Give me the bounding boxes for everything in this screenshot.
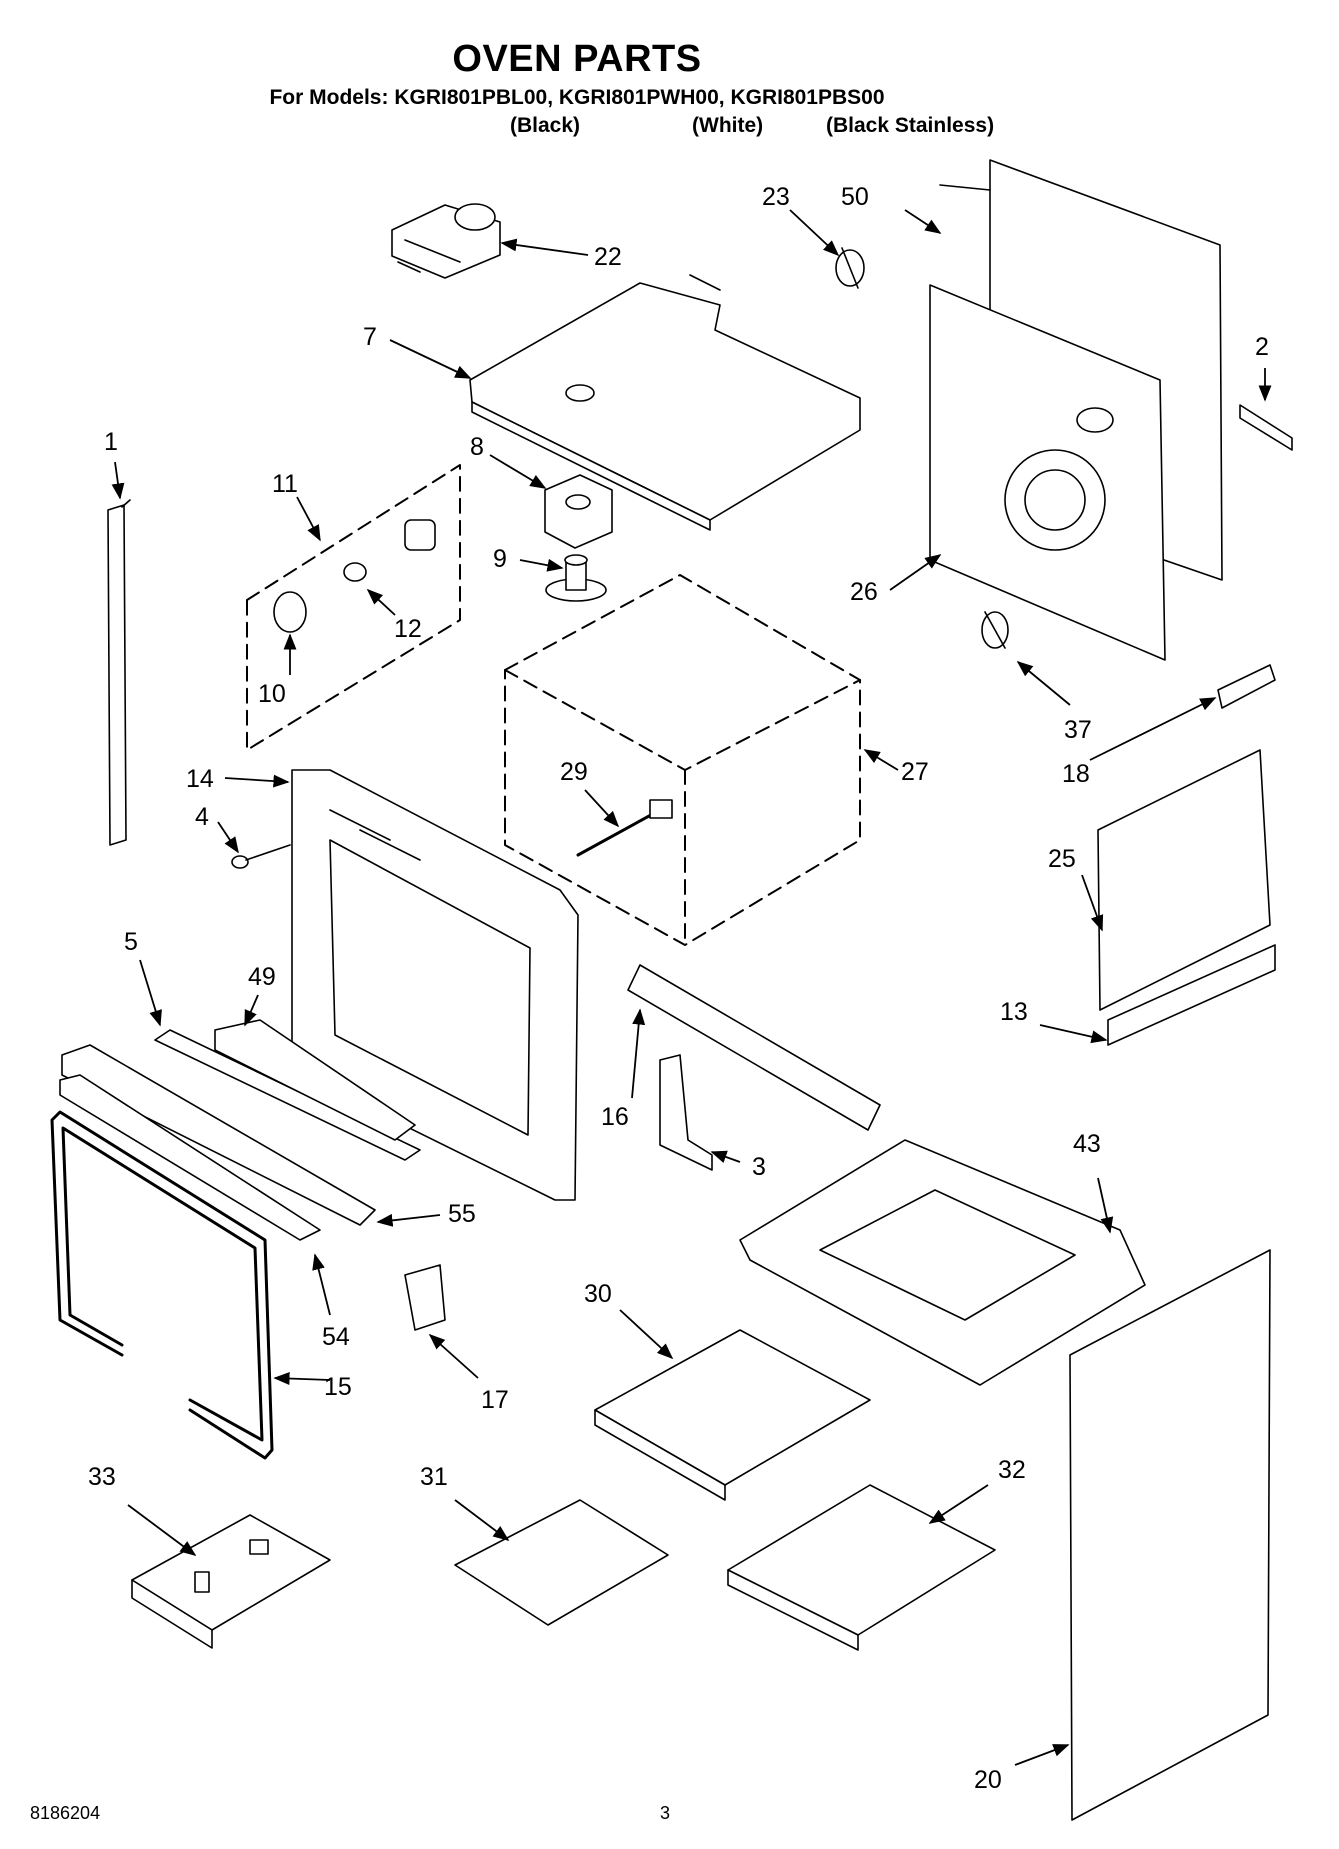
- part-26-back-panel: [929, 284, 1166, 661]
- callout-12: 12: [394, 615, 422, 643]
- callout-29: 29: [560, 758, 588, 786]
- callout-55: 55: [448, 1200, 476, 1228]
- callout-33: 33: [88, 1463, 116, 1491]
- variant-white: (White): [692, 114, 764, 137]
- callout-18: 18: [1062, 760, 1090, 788]
- part-5-strip: [154, 1029, 421, 1161]
- callout-20: 20: [974, 1766, 1002, 1794]
- callout-50: 50: [841, 183, 869, 211]
- callout-31: 31: [420, 1463, 448, 1491]
- part-55-channel: [61, 1044, 376, 1226]
- callout-30: 30: [584, 1280, 612, 1308]
- part-25-side-panel: [1097, 749, 1271, 1011]
- part-31-plate: [454, 1499, 669, 1626]
- callout-labels: 1 2 3 4 5 7 8 9 10 11 12 13 14 15 16 17 …: [88, 183, 1269, 1794]
- callout-10: 10: [258, 680, 286, 708]
- callout-16: 16: [601, 1103, 629, 1131]
- part-4-screw: [231, 844, 291, 869]
- callout-13: 13: [1000, 998, 1028, 1026]
- part-23-thermostat: [835, 247, 865, 289]
- part-37-thermostat: [981, 611, 1009, 649]
- part-33-control-board: [131, 1514, 331, 1649]
- part-11-light-assembly: [246, 464, 461, 751]
- part-8-bracket: [544, 474, 613, 549]
- callout-26: 26: [850, 578, 878, 606]
- callout-43: 43: [1073, 1130, 1101, 1158]
- part-20-panel: [1069, 1249, 1271, 1821]
- part-14-front-frame: [291, 769, 579, 1201]
- callout-32: 32: [998, 1456, 1026, 1484]
- part-7-top-panel: [469, 274, 861, 531]
- page-title: OVEN PARTS: [452, 38, 702, 80]
- part-43-tray: [739, 1139, 1146, 1386]
- models-line: For Models: KGRI801PBL00, KGRI801PWH00, …: [269, 86, 885, 109]
- part-9-component: [545, 554, 607, 602]
- part-16-rail: [627, 964, 881, 1131]
- callout-5: 5: [124, 928, 138, 956]
- callout-7: 7: [363, 323, 377, 351]
- variant-black-stainless: (Black Stainless): [826, 114, 995, 137]
- part-13-strip: [1107, 944, 1276, 1046]
- part-27-oven-cavity: [504, 574, 861, 946]
- leader-arrows: [111, 209, 1272, 1766]
- callout-4: 4: [195, 803, 209, 831]
- callout-17: 17: [481, 1386, 509, 1414]
- callout-14: 14: [186, 765, 214, 793]
- callout-11: 11: [272, 470, 298, 498]
- part-29-element: [576, 799, 673, 857]
- callout-23: 23: [762, 183, 790, 211]
- part-18-bracket: [1217, 664, 1276, 709]
- part-2-bar: [1239, 404, 1293, 451]
- part-17-clip: [404, 1264, 446, 1331]
- part-32-tray: [727, 1484, 996, 1651]
- callout-1: 1: [104, 428, 118, 456]
- callout-2: 2: [1255, 333, 1269, 361]
- callout-25: 25: [1048, 845, 1076, 873]
- callout-37: 37: [1064, 716, 1092, 744]
- callout-3: 3: [752, 1153, 766, 1181]
- part-54-channel: [59, 1074, 321, 1241]
- part-15-gasket: [50, 1110, 274, 1460]
- part-1-strip: [107, 499, 131, 846]
- callout-49: 49: [248, 963, 276, 991]
- callout-54: 54: [322, 1323, 350, 1351]
- part-30-shelf: [594, 1329, 871, 1501]
- callout-9: 9: [493, 545, 507, 573]
- part-3-bracket: [659, 1054, 713, 1171]
- doc-number: 8186204: [30, 1803, 101, 1823]
- page-number: 3: [660, 1803, 671, 1823]
- part-22-drawing: [391, 203, 501, 279]
- callout-8: 8: [470, 433, 484, 461]
- callout-27: 27: [901, 758, 929, 786]
- callout-15: 15: [324, 1373, 352, 1401]
- callout-22: 22: [594, 243, 622, 271]
- variant-black: (Black): [510, 114, 581, 137]
